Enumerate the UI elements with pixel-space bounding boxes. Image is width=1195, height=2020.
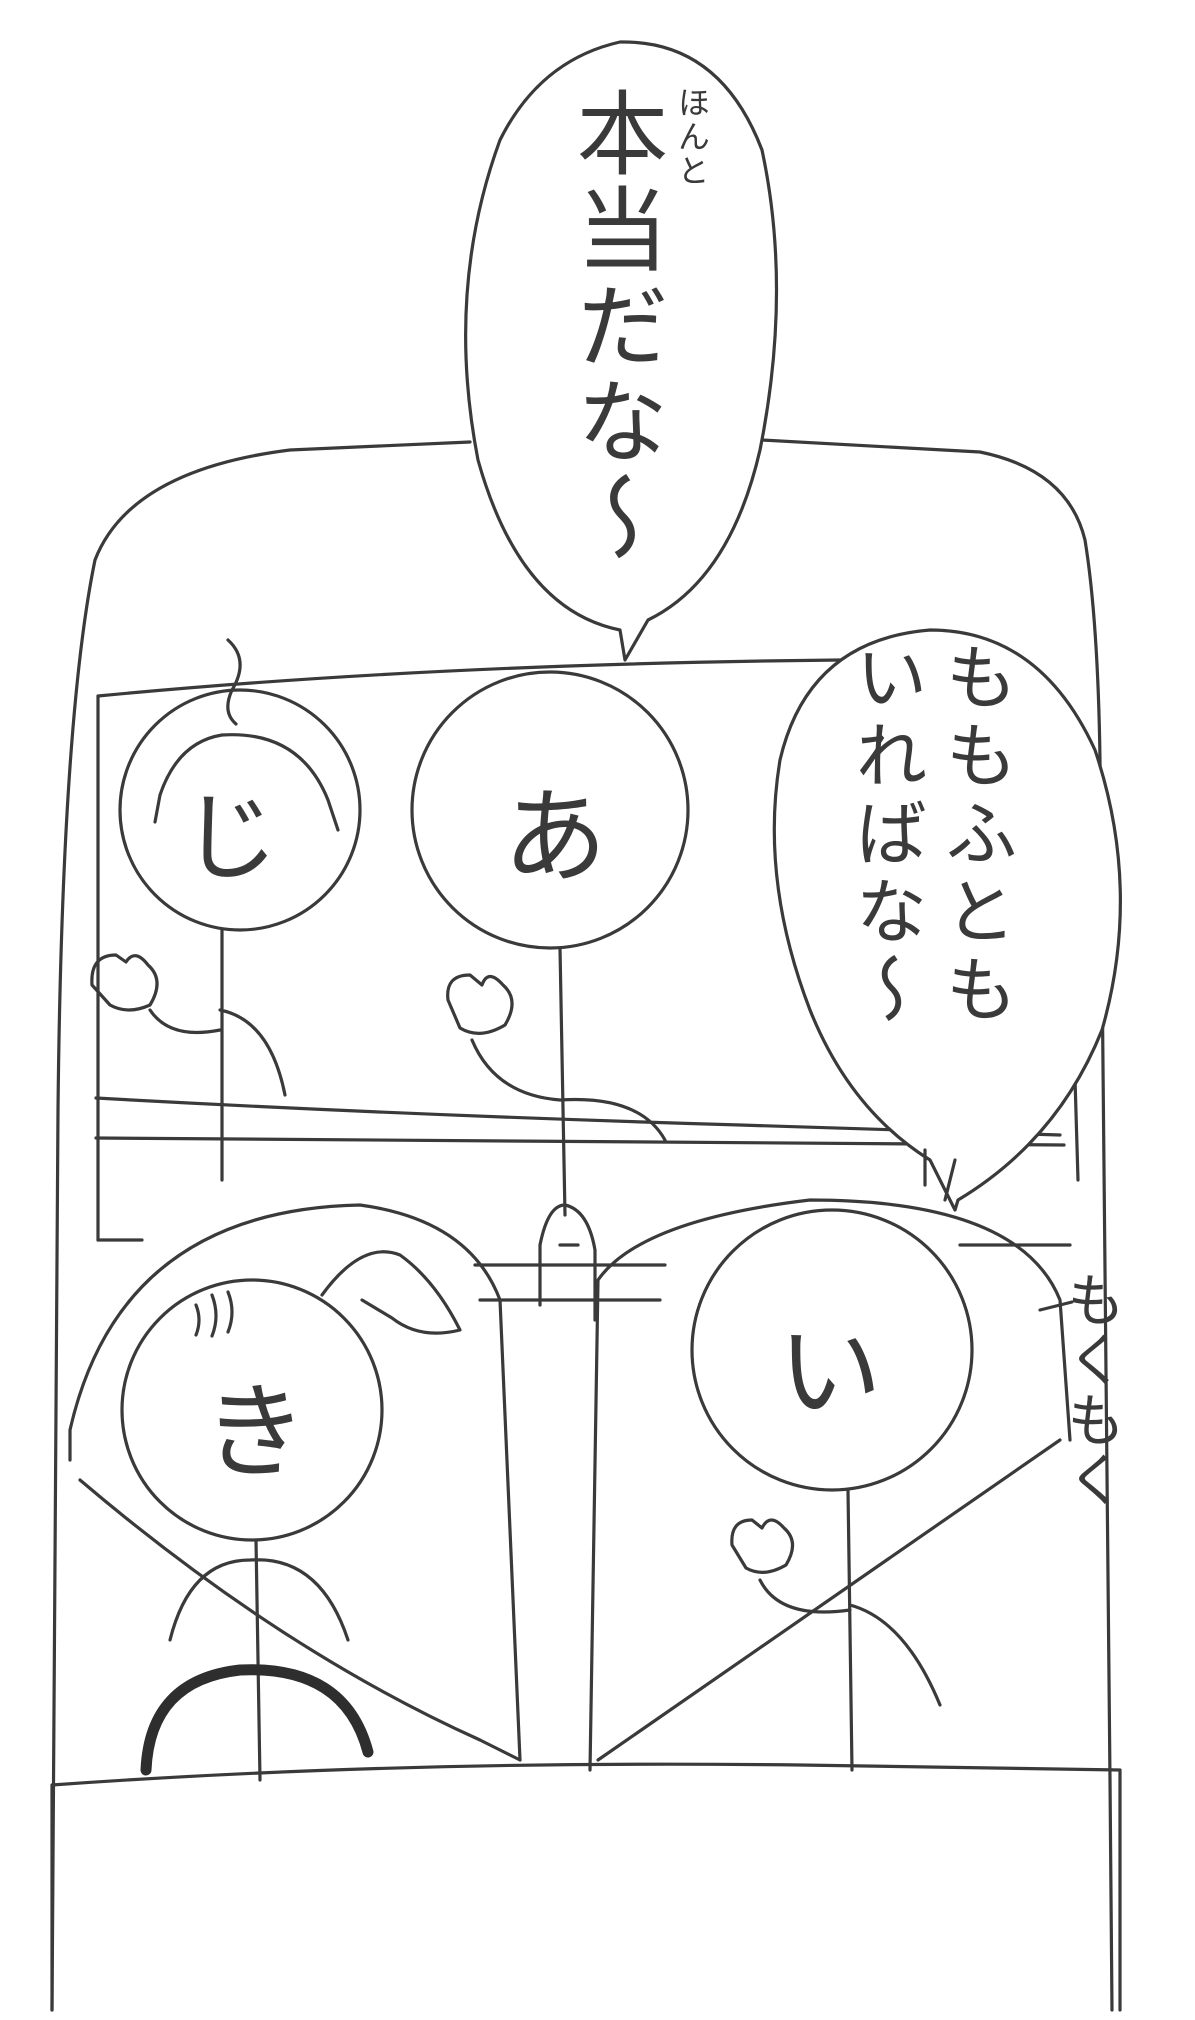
bubble-right-text: ももふとも いればな〜 [843, 640, 1017, 1030]
ponytail-ki [320, 1250, 462, 1335]
head-a [410, 670, 690, 950]
seat-left [68, 1203, 522, 1762]
speech-bubble-right [772, 628, 1122, 1212]
bubble-tail-mark [923, 1148, 957, 1202]
face-label-ji: じ [182, 782, 278, 894]
seat-right-diagonal [596, 1438, 1062, 1762]
head-ji [118, 688, 362, 932]
face-label-i: い [777, 1311, 882, 1433]
seat-right [588, 1198, 1072, 1772]
seat-left-diagonal [78, 1478, 522, 1762]
headrest [538, 1203, 597, 1322]
window-sill [94, 1096, 1066, 1147]
bangs-ki [194, 1290, 234, 1338]
hand-i [730, 1518, 795, 1574]
sfx-text: もくもく [1057, 1270, 1125, 1510]
face-label-a: あ [502, 776, 607, 898]
hair-ji [153, 638, 340, 832]
speech-bubble-top [464, 40, 779, 662]
bubble-top-text: 本当だな〜 [561, 86, 668, 566]
flower-a [446, 973, 514, 1035]
seat-belt-bar [473, 1263, 667, 1302]
bubble-top-ruby: ほんと [673, 86, 711, 188]
hand-ji [90, 953, 159, 1012]
body-ji [148, 928, 287, 1182]
car-outline [50, 438, 1114, 2012]
body-a [470, 946, 667, 1217]
dashboard [50, 1762, 1122, 2012]
head-ki [120, 1278, 384, 1542]
body-ki [168, 1538, 350, 1782]
steering-wheel [140, 1664, 374, 1776]
head-i [690, 1208, 974, 1492]
face-label-ki: き [202, 1371, 307, 1493]
body-i [758, 1488, 942, 1772]
